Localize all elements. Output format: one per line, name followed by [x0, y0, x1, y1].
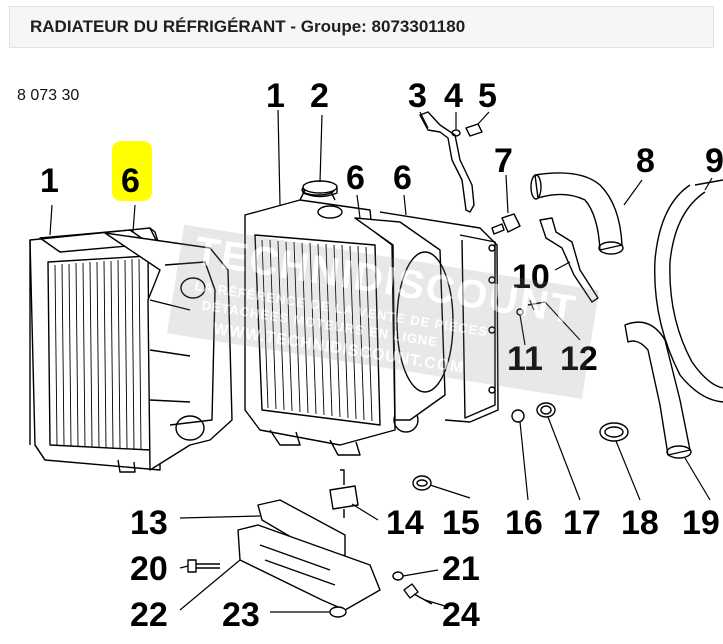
diagram-reference: 8 073 30 [17, 87, 80, 104]
support-bracket-22 [237, 524, 381, 611]
callout-6-highlighted: 6 [121, 162, 140, 200]
callout-24: 24 [442, 596, 480, 634]
callout-6-middle: 6 [346, 159, 365, 197]
callout-1-centre: 1 [266, 77, 285, 115]
sensor-7 [491, 213, 521, 235]
centre-radiator [244, 184, 419, 456]
callout-14: 14 [386, 504, 424, 542]
callout-4: 4 [444, 77, 463, 115]
callout-2: 2 [310, 77, 329, 115]
left-radiator-fins [54, 258, 142, 451]
callout-12: 12 [560, 340, 598, 378]
callout-11: 11 [507, 340, 543, 378]
callout-13: 13 [130, 504, 168, 542]
callout-8: 8 [636, 142, 655, 180]
callout-1-left: 1 [40, 162, 59, 200]
watermark: TECHNIDISCOUNT LA RÉFÉRENCE DE LA VENTE … [166, 224, 600, 399]
radiator-cap [302, 180, 338, 198]
bolt-24 [403, 583, 433, 605]
callout-22: 22 [130, 596, 168, 634]
callout-20: 20 [130, 550, 168, 588]
clamp-16 [511, 409, 525, 423]
leader-lines [49, 109, 713, 613]
nut-23 [329, 606, 347, 618]
upper-hose [530, 172, 624, 255]
callout-10: 10 [512, 258, 550, 296]
callout-18: 18 [621, 504, 659, 542]
clamp-17 [536, 402, 556, 418]
support-bracket-13 [257, 499, 346, 561]
bracket-10 [539, 217, 599, 303]
page-title: RADIATEUR DU RÉFRIGÉRANT - Groupe: 80733… [30, 17, 466, 36]
washer-21 [392, 571, 404, 581]
callout-highlight [112, 141, 152, 201]
callout-23: 23 [222, 596, 260, 634]
bolt-20 [187, 559, 220, 573]
callout-15: 15 [442, 504, 480, 542]
washer-4 [451, 129, 461, 137]
callout-7: 7 [494, 142, 513, 180]
callout-19: 19 [682, 504, 720, 542]
rubber-mount-14 [329, 469, 359, 518]
screw-12 [527, 299, 546, 311]
callout-9: 9 [705, 142, 723, 180]
lower-hose [624, 321, 692, 459]
centre-radiator-fins [261, 239, 373, 422]
title-bar: RADIATEUR DU RÉFRIGÉRANT - Groupe: 80733… [9, 6, 714, 48]
left-shroud [104, 232, 233, 471]
clamp-15 [412, 475, 432, 491]
screw-5 [465, 123, 483, 137]
rear-shroud [354, 211, 499, 423]
callout-6-right: 6 [393, 159, 412, 197]
callout-16: 16 [505, 504, 543, 542]
callouts: 1 6 1 2 6 6 3 4 5 7 8 9 10 11 12 13 14 1… [40, 77, 723, 634]
callout-17: 17 [563, 504, 601, 542]
callout-3: 3 [408, 77, 427, 115]
clamp-18 [599, 422, 629, 442]
callout-5: 5 [478, 77, 497, 115]
callout-21: 21 [442, 550, 480, 588]
